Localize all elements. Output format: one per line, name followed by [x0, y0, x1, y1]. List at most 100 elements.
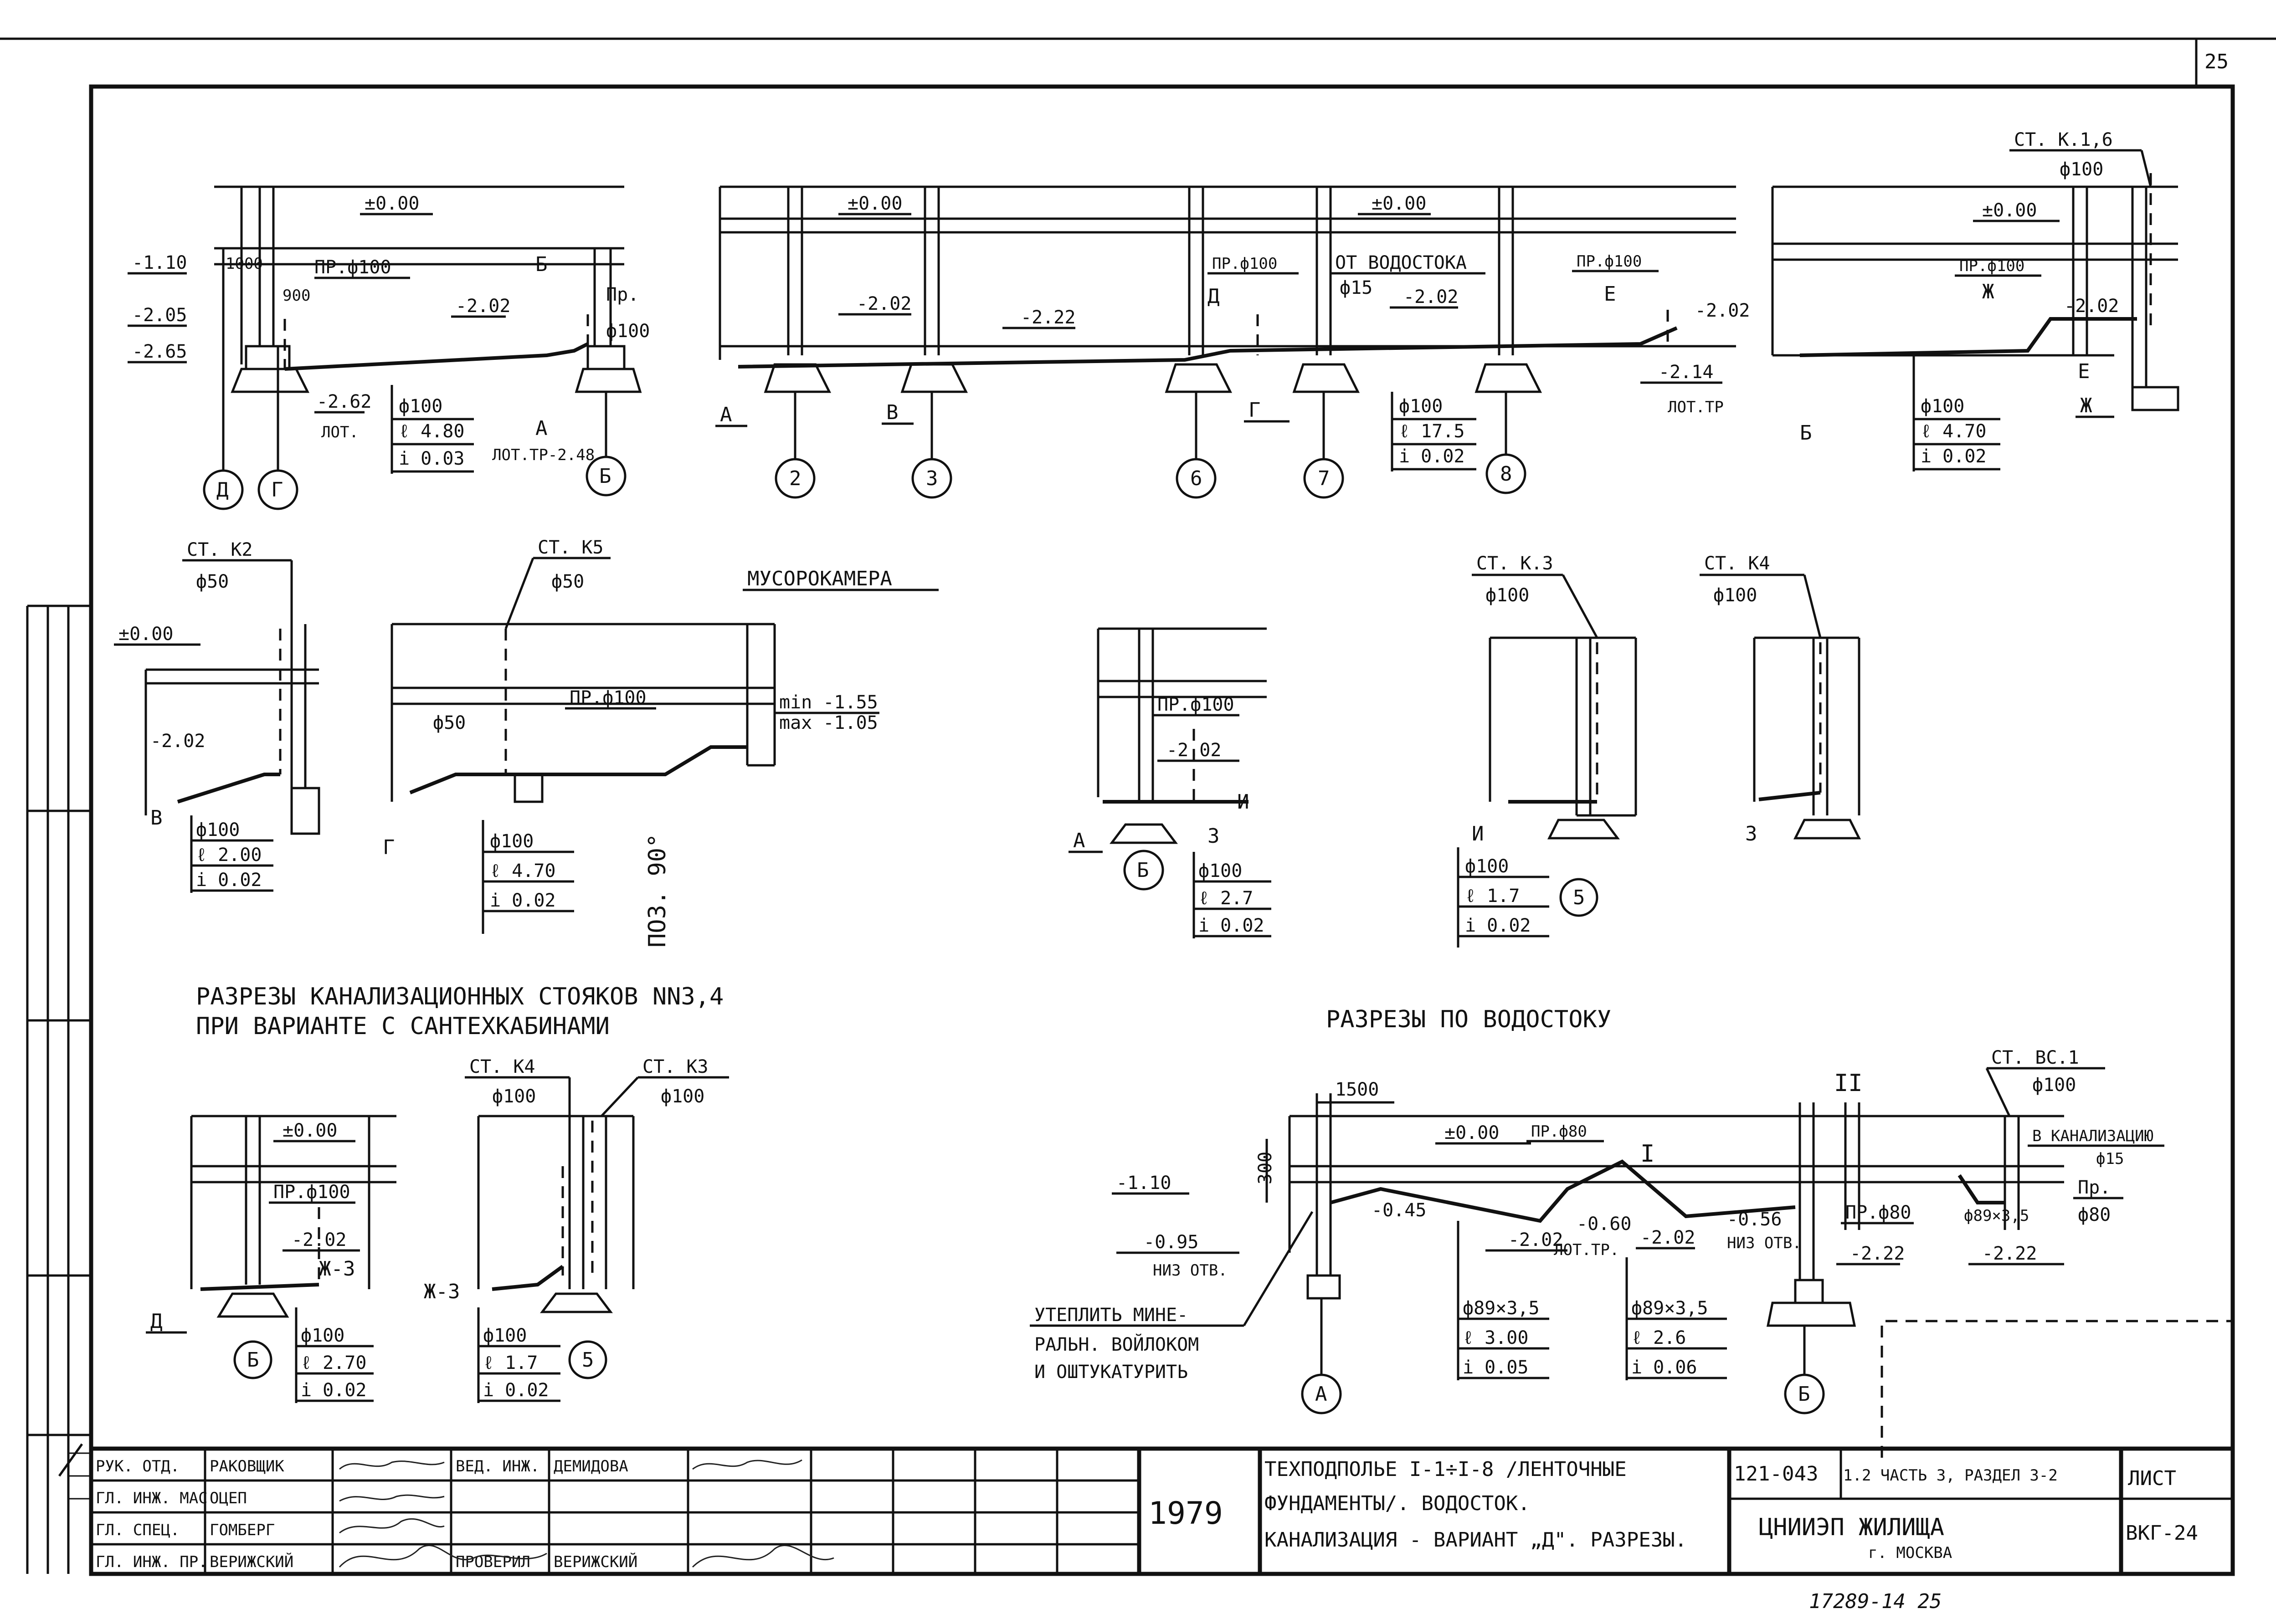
dim-label: 1500 — [1335, 1079, 1379, 1100]
pipe-label: ф50 — [433, 712, 466, 733]
level-label: -2.05 — [132, 305, 187, 326]
axis-bubble-label: 8 — [1500, 462, 1512, 486]
pipe-label: ПР.ф100 — [314, 257, 391, 278]
level-label: -2.02 — [456, 296, 510, 317]
spec-text: ф100 — [490, 831, 534, 852]
level-label: ±0.00 — [1444, 1122, 1499, 1143]
pipe-label: ф100 — [606, 321, 650, 342]
level-label: -2.02 — [1508, 1230, 1563, 1250]
pipe-label: ОТ ВОДОСТОКА — [1335, 252, 1467, 273]
section-3-diagram: СТ. К.1,6 ф100 ±0.00 -2.02 ПР.ф100 Ж Е Ж… — [1771, 129, 2179, 471]
person-name: РАКОВЩИК — [210, 1457, 284, 1475]
riser-dia: ф50 — [551, 571, 584, 592]
level-label: -2.02 — [857, 293, 911, 314]
insulation-note-line3: И ОШТУКАТУРИТЬ — [1034, 1362, 1188, 1383]
riser-dia: ф100 — [492, 1086, 536, 1107]
role-label: РУК. ОТД. — [96, 1457, 180, 1475]
role-label: ГЛ. ИНЖ. ПР. — [96, 1553, 208, 1571]
level-label: ±0.00 — [1372, 193, 1426, 214]
section-mark: Е — [1604, 282, 1616, 306]
level-label: -2.14 — [1659, 362, 1713, 383]
spec-text: ℓ 1.7 — [483, 1352, 538, 1373]
axis-bubble-label: 7 — [1318, 467, 1330, 490]
pipe-label: ПР.ф100 — [570, 687, 647, 708]
checked-name: ВЕРИЖСКИЙ — [554, 1552, 637, 1571]
spec-text: ℓ 2.6 — [1631, 1327, 1686, 1348]
signature — [692, 1459, 802, 1470]
pipe-label: ПР.ф80 — [1845, 1202, 1911, 1223]
axis-bubble-label: Б — [1137, 859, 1149, 882]
section-mark: И — [1237, 790, 1249, 814]
spec-text: ф100 — [196, 820, 240, 840]
axis-bubble-label: Б — [599, 465, 611, 488]
pipe-label: ПР.ф100 — [273, 1182, 350, 1203]
riser-dia: ф100 — [2060, 159, 2103, 180]
section-mark: Д — [150, 1310, 163, 1333]
section-cut-mark-ii: II — [1834, 1070, 1863, 1097]
spec-text: i 0.02 — [301, 1380, 367, 1401]
position-label: ПОЗ. 90° — [644, 834, 671, 948]
role-label: ГЛ. СПЕЦ. — [96, 1521, 180, 1539]
section-2-diagram: ±0.00 -2.02 -2.22 ±0.00 -2.02 -2.02 -2.1… — [715, 185, 1750, 499]
section-mark: А — [1073, 829, 1085, 852]
axis-bubble-label: Б — [247, 1348, 259, 1372]
pipe-label: В КАНАЛИЗАЦИЮ — [2032, 1127, 2153, 1145]
riser-dia: ф100 — [1713, 585, 1757, 606]
section-k4-diagram: СТ. К4 ф100 З — [1700, 553, 1861, 845]
spec-text: ℓ 17.5 — [1399, 421, 1464, 442]
sheet-code: ВКГ-24 — [2126, 1522, 2198, 1545]
riser-dia: ф100 — [661, 1086, 704, 1107]
section-mark: Б — [535, 253, 548, 276]
level-label: -2.02 — [1166, 740, 1221, 761]
level-label: -2.22 — [1850, 1243, 1905, 1264]
section-mark: З — [1207, 825, 1220, 848]
drawing-title-line1: ТЕХПОДПОЛЬЕ I-1÷I-8 /ЛЕНТОЧНЫЕ — [1264, 1458, 1627, 1481]
pipe-label: ф89×3,5 — [1964, 1207, 2029, 1225]
riser-label: СТ. К2 — [187, 539, 253, 560]
spec-text: ф100 — [1921, 396, 1964, 417]
riser-label: СТ. К3 — [642, 1056, 709, 1077]
section-k3-diagram: СТ. К.3 ф100 И 5 ф100 ℓ 1.7 i 0.02 — [1457, 553, 1637, 948]
section-mark: Е — [2078, 360, 2090, 383]
garbage-chamber-label: МУСОРОКАМЕРА — [747, 567, 892, 590]
insulation-note-line2: РАЛЬН. ВОЙЛОКОМ — [1034, 1333, 1199, 1355]
level-label: -2.02 — [292, 1230, 346, 1250]
section-cut-mark-i: I — [1640, 1140, 1654, 1168]
spec-text: ф100 — [1198, 861, 1242, 881]
section-k2-diagram: СТ. К2 ф50 ±0.00 -2.02 В ф100 ℓ 2.00 i 0… — [114, 539, 320, 893]
pipe-label: ПР.ф100 — [1157, 694, 1234, 715]
pipe-label: ф15 — [1340, 277, 1372, 298]
spec-text: ф100 — [483, 1325, 527, 1346]
axis-bubble-label: Б — [1798, 1383, 1810, 1406]
riser-dia: ф100 — [1485, 585, 1529, 606]
level-label: -0.45 — [1372, 1200, 1426, 1221]
riser-dia: ф100 — [2032, 1075, 2076, 1096]
section-mark: А — [720, 403, 732, 426]
pipe-label: Пр. — [606, 284, 639, 305]
section-sanitary-2-diagram: СТ. К4 ф100 СТ. К3 ф100 Ж-3 5 ф100 ℓ 1.7… — [424, 1056, 729, 1403]
pipe-label: ПР.ф100 — [1577, 252, 1642, 271]
spec-text: ℓ 3.00 — [1463, 1327, 1528, 1348]
spec-text: i 0.02 — [1465, 915, 1531, 936]
section-mark: В — [886, 401, 899, 424]
axis-bubble-label: 5 — [1573, 886, 1585, 909]
axis-bubble-label: 5 — [582, 1348, 594, 1372]
axis-bubble-label: 3 — [926, 467, 938, 490]
axis-bubble-label: 6 — [1190, 467, 1202, 490]
section-mark: Б — [1800, 421, 1812, 445]
spec-text: ф100 — [399, 396, 442, 417]
captions: РАЗРЕЗЫ КАНАЛИЗАЦИОННЫХ СТОЯКОВ NN3,4 ПР… — [196, 983, 1611, 1040]
section-mark: Г — [383, 836, 395, 859]
level-label: ±0.00 — [1982, 200, 2037, 221]
section-mark: Ж — [2080, 394, 2092, 417]
pipe-label: ПР.ф80 — [1531, 1122, 1587, 1141]
level-label: ±0.00 — [283, 1120, 337, 1141]
corner-sheet-number: 25 — [2204, 50, 2229, 73]
section-mark: В — [150, 806, 163, 830]
signature — [692, 1545, 834, 1568]
spec-text: i 0.06 — [1631, 1357, 1697, 1378]
level-label: -1.10 — [1116, 1173, 1171, 1194]
project-part: 1.2 ЧАСТЬ 3, РАЗДЕЛ 3-2 — [1843, 1466, 2058, 1485]
signature — [339, 1518, 445, 1534]
signature — [339, 1494, 445, 1502]
